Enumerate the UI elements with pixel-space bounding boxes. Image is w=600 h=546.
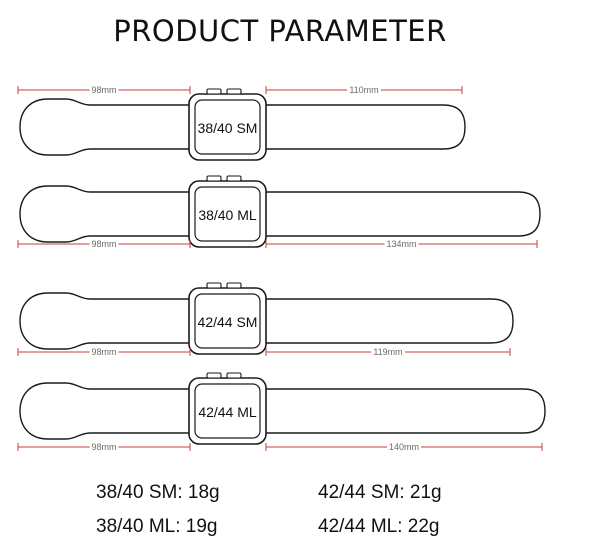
left-dimension-1: 98mm: [17, 84, 191, 96]
size-label-1: 38/40 SM: [198, 120, 258, 136]
watch-screen-4: [194, 383, 261, 439]
left-dimension-2: 98mm: [17, 238, 191, 250]
right-strap-3: [266, 298, 514, 344]
band-row-3: 42/44 SM 98mm 119mm: [17, 282, 514, 358]
left-dimension-3-text: 98mm: [91, 347, 116, 357]
watch-button-4: [206, 372, 222, 379]
left-strap-3: [19, 292, 190, 350]
left-dimension-4: 98mm: [17, 441, 191, 453]
watch-button-1: [206, 88, 222, 95]
size-label-4: 42/44 ML: [198, 404, 257, 420]
left-strap-2: [19, 185, 190, 243]
right-strap-1: [266, 104, 466, 150]
right-dimension-3: 119mm: [265, 346, 511, 358]
left-dimension-1-text: 98mm: [91, 85, 116, 95]
weight-38-40-sm: 38/40 SM: 18g: [96, 482, 220, 503]
watch-screen-3: [194, 293, 261, 349]
weight-42-44-ml: 42/44 ML: 22g: [318, 516, 440, 537]
right-dimension-2: 134mm: [265, 238, 538, 250]
left-dimension-3: 98mm: [17, 346, 191, 358]
right-dimension-1-text: 110mm: [349, 85, 378, 95]
left-dimension-2-text: 98mm: [91, 239, 116, 249]
weight-38-40-ml: 38/40 ML: 19g: [96, 516, 218, 537]
band-row-1: 38/40 SM 98mm 110mm: [17, 84, 466, 161]
right-dimension-3-text: 119mm: [373, 347, 402, 357]
band-row-4: 42/44 ML 98mm 140mm: [17, 372, 546, 453]
size-label-2: 38/40 ML: [198, 207, 257, 223]
weight-42-44-sm: 42/44 SM: 21g: [318, 482, 442, 503]
band-row-2: 38/40 ML 98mm 134mm: [17, 175, 541, 250]
size-label-3: 42/44 SM: [198, 314, 258, 330]
watch-crown-1: [226, 88, 242, 95]
left-strap-4: [19, 382, 190, 440]
right-strap-4: [266, 388, 546, 434]
watch-screen-2: [194, 186, 261, 242]
watch-crown-4: [226, 372, 242, 379]
watch-button-2: [206, 175, 222, 182]
right-strap-2: [266, 191, 541, 237]
watch-crown-3: [226, 282, 242, 289]
watch-button-3: [206, 282, 222, 289]
right-dimension-4-text: 140mm: [389, 442, 419, 452]
watch-screen-1: [194, 99, 261, 155]
left-dimension-4-text: 98mm: [91, 442, 116, 452]
page-title: PRODUCT PARAMETER: [113, 14, 447, 48]
right-dimension-4: 140mm: [265, 441, 543, 453]
right-dimension-2-text: 134mm: [386, 239, 416, 249]
left-strap-1: [19, 98, 190, 156]
right-dimension-1: 110mm: [265, 84, 463, 96]
watch-crown-2: [226, 175, 242, 182]
